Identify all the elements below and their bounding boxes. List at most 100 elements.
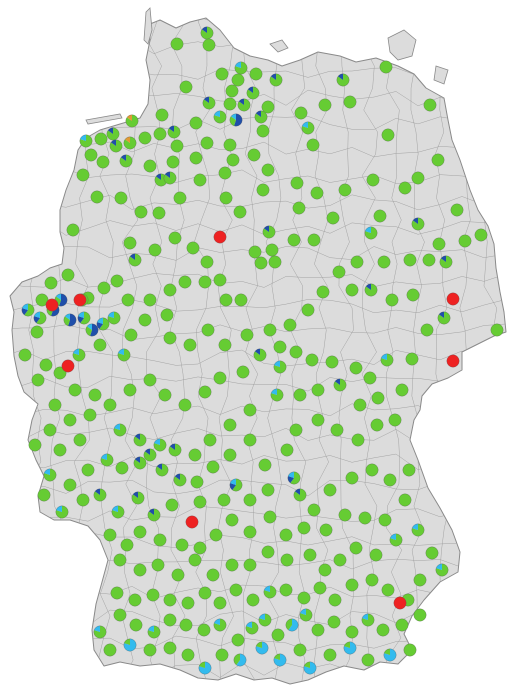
pie-outline xyxy=(143,373,157,387)
pie-slice xyxy=(163,593,177,607)
pie-outline xyxy=(234,61,248,75)
pie-marker xyxy=(219,191,233,205)
pie-outline xyxy=(307,233,321,247)
pie-slice xyxy=(306,138,320,152)
pie-outline xyxy=(183,338,197,352)
pie-slice xyxy=(217,493,231,507)
pie-marker xyxy=(113,423,127,437)
pie-outline xyxy=(181,596,195,610)
pie-marker xyxy=(279,528,293,542)
pie-marker xyxy=(270,388,284,402)
pie-slice xyxy=(345,283,359,297)
pie-slice xyxy=(225,513,239,527)
pie-marker xyxy=(179,80,193,94)
pie-slice xyxy=(264,585,270,592)
pie-slice xyxy=(94,488,100,495)
pie-slice xyxy=(143,643,157,657)
pie-marker xyxy=(133,563,147,577)
pie-outline xyxy=(93,488,107,502)
pie-outline xyxy=(79,134,93,148)
pie-outline xyxy=(128,253,142,267)
pie-outline xyxy=(166,155,180,169)
pie-outline xyxy=(273,340,287,354)
pie-slice xyxy=(283,318,297,332)
pie-marker xyxy=(170,139,184,153)
pie-marker xyxy=(189,151,203,165)
pie-slice xyxy=(243,493,257,507)
pie-outline xyxy=(77,311,91,325)
pie-marker xyxy=(155,108,169,122)
pie-slice xyxy=(175,538,189,552)
pie-marker xyxy=(111,505,125,519)
pie-slice xyxy=(328,593,342,607)
pie-marker xyxy=(330,423,344,437)
pie-slice xyxy=(345,578,359,592)
pie-outline xyxy=(431,153,445,167)
pie-outline xyxy=(361,613,375,627)
pie-slice xyxy=(229,583,243,597)
pie-marker xyxy=(345,625,359,639)
pie-slice xyxy=(285,618,292,631)
pie-marker xyxy=(168,231,182,245)
pie-slice xyxy=(123,236,137,250)
pie-slice xyxy=(365,573,379,587)
pie-slice xyxy=(263,510,277,524)
pie-marker xyxy=(307,233,321,247)
pie-slice xyxy=(36,311,47,325)
pie-outline xyxy=(234,293,248,307)
pie-marker xyxy=(215,67,229,81)
pie-slice xyxy=(133,563,147,577)
pie-marker xyxy=(261,545,275,559)
pie-outline xyxy=(76,168,90,182)
pie-marker xyxy=(371,391,385,405)
pie-marker xyxy=(273,653,287,667)
pie-marker xyxy=(229,478,243,492)
pie-marker xyxy=(163,331,177,345)
pie-slice xyxy=(243,403,257,417)
pie-marker xyxy=(328,593,342,607)
pie-slice xyxy=(200,26,214,40)
pie-outline xyxy=(353,398,367,412)
pie-outline xyxy=(378,513,392,527)
pie-slice xyxy=(213,230,227,244)
pie-marker xyxy=(76,493,90,507)
pie-outline xyxy=(31,373,45,387)
pie-outline xyxy=(256,183,270,197)
pie-marker xyxy=(243,558,257,572)
pie-slice xyxy=(325,355,339,369)
pie-outline xyxy=(39,358,53,372)
pie-outline xyxy=(123,383,137,397)
pie-slice xyxy=(123,383,137,397)
pie-outline xyxy=(18,348,32,362)
pie-marker xyxy=(243,433,257,447)
pie-slice xyxy=(66,223,80,237)
pie-slice xyxy=(31,373,45,387)
pie-marker xyxy=(231,633,245,647)
pie-marker xyxy=(258,458,272,472)
pie-slice xyxy=(293,388,307,402)
pie-outline xyxy=(370,418,384,432)
pie-slice xyxy=(85,326,92,336)
pie-outline xyxy=(379,60,393,74)
pie-slice xyxy=(261,483,275,497)
pie-outline xyxy=(261,100,275,114)
pie-outline xyxy=(155,463,169,477)
pie-slice xyxy=(201,26,207,33)
pie-slice xyxy=(229,483,236,491)
pie-outline xyxy=(53,366,67,380)
pie-outline xyxy=(81,463,95,477)
pie-slice xyxy=(118,348,124,355)
pie-marker xyxy=(202,38,216,52)
pie-outline xyxy=(293,488,307,502)
pie-marker xyxy=(179,618,193,632)
pie-marker xyxy=(73,433,87,447)
pie-outline xyxy=(265,243,279,257)
pie-outline xyxy=(168,231,182,245)
pie-outline xyxy=(100,453,114,467)
pie-outline xyxy=(193,495,207,509)
pie-slice xyxy=(219,191,233,205)
pie-marker xyxy=(336,73,350,87)
pie-outline xyxy=(124,328,138,342)
pie-slice xyxy=(446,292,460,306)
red-marker xyxy=(446,292,460,306)
